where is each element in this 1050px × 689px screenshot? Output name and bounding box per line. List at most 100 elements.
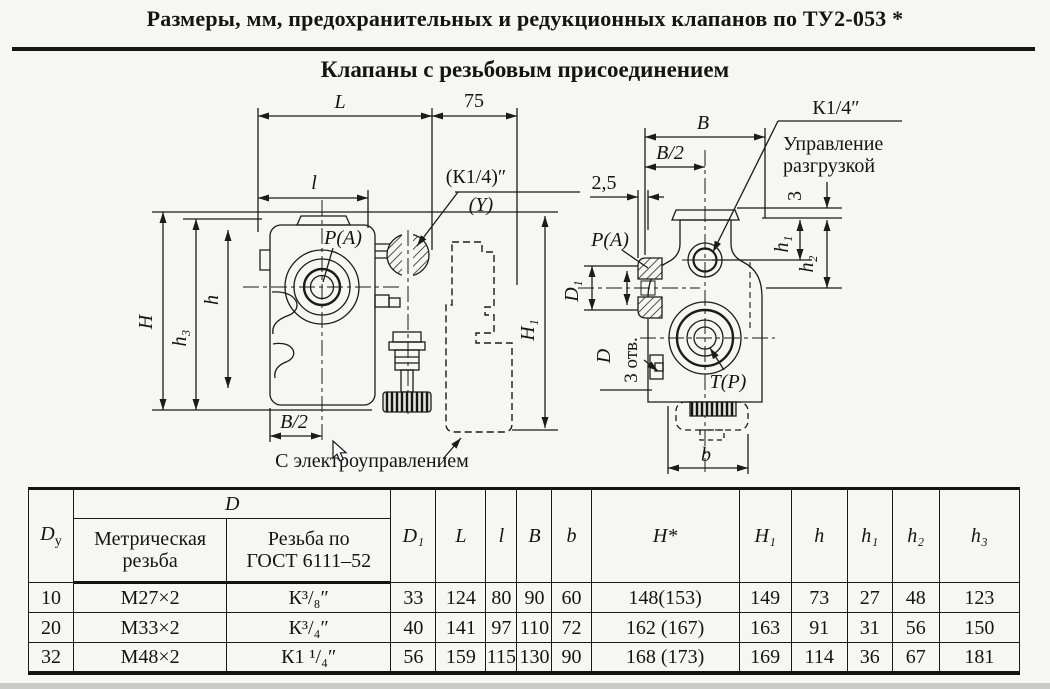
dim-label-3: 3 bbox=[784, 191, 806, 201]
cell-gost: К³/₄″ bbox=[226, 612, 392, 643]
cell-h2: 48 bbox=[891, 582, 940, 613]
cell-h2: 56 bbox=[891, 612, 940, 643]
cell-H: 162 (167) bbox=[590, 612, 740, 643]
table-row: 10 М27×2 К³/₈″ 33 124 80 90 60 148(153) … bbox=[27, 582, 1021, 613]
cell-h2: 67 bbox=[891, 642, 940, 673]
cell-l: 80 bbox=[485, 582, 518, 613]
title-divider bbox=[12, 47, 1035, 51]
holes-callout: 3 отв. bbox=[621, 337, 659, 383]
control-label-line1: Управление bbox=[783, 133, 883, 155]
scan-edge-strip bbox=[0, 683, 1050, 689]
side-port-K14 bbox=[374, 230, 430, 418]
col-header-l: l bbox=[485, 488, 518, 583]
cell-h1: 31 bbox=[846, 612, 893, 643]
dimension-2-5: 2,5 bbox=[590, 172, 664, 201]
dimension-h2: h₂ bbox=[796, 220, 831, 288]
table-row: 32 М48×2 К1 ¹/₄″ 56 159 115 130 90 168 (… bbox=[27, 642, 1021, 673]
dim-label-h: h bbox=[201, 295, 223, 305]
dimension-3: 3 bbox=[784, 182, 831, 208]
cell-L: 159 bbox=[435, 642, 487, 673]
pa-label: P(A) bbox=[323, 227, 362, 249]
cell-h: 73 bbox=[790, 582, 848, 613]
dimension-D: D bbox=[593, 348, 615, 364]
dimension-H1: H₁ bbox=[517, 216, 549, 428]
thread-label: (К1/4)″ bbox=[446, 166, 507, 188]
dim-label-L: L bbox=[333, 91, 345, 113]
table-row: 20 М33×2 К³/₄″ 40 141 97 110 72 162 (167… bbox=[27, 612, 1021, 643]
dim-label-H1: H₁ bbox=[517, 319, 539, 341]
dim-label-h1: h₁ bbox=[771, 236, 793, 253]
cell-l: 97 bbox=[485, 612, 518, 643]
cell-h3: 123 bbox=[938, 582, 1021, 613]
control-label-line2: разгрузкой bbox=[783, 155, 875, 177]
cell-d1: 40 bbox=[390, 612, 437, 643]
tp-label: T(P) bbox=[710, 371, 747, 393]
col-header-gost-thread: Резьба по ГОСТ 6111–52 bbox=[226, 518, 392, 584]
cell-b: 60 bbox=[551, 582, 592, 613]
pa-label: P(A) bbox=[590, 229, 629, 251]
section-subtitle: Клапаны с резьбовым присоединением bbox=[320, 57, 730, 82]
dimension-h3: h₃ bbox=[169, 219, 200, 410]
cell-h3: 150 bbox=[938, 612, 1021, 643]
valve-body bbox=[243, 200, 402, 444]
cell-B: 110 bbox=[516, 612, 553, 643]
cell-d1: 33 bbox=[390, 582, 437, 613]
dim-label-B: В bbox=[697, 112, 709, 134]
cell-L: 141 bbox=[435, 612, 487, 643]
cell-b: 72 bbox=[551, 612, 592, 643]
cell-metric: М48×2 bbox=[73, 642, 228, 673]
thread-label: К1/4″ bbox=[812, 97, 859, 119]
mouse-cursor bbox=[332, 439, 348, 462]
dim-label-B2: В/2 bbox=[656, 142, 684, 164]
dim-label-2-5: 2,5 bbox=[592, 172, 617, 194]
extension-lines bbox=[152, 108, 558, 442]
extension-lines bbox=[584, 128, 842, 474]
dimension-B: В bbox=[645, 112, 765, 141]
cell-h1: 27 bbox=[846, 582, 893, 613]
cell-h: 114 bbox=[790, 642, 848, 673]
dim-label-b: b bbox=[701, 444, 711, 466]
cell-dy: 32 bbox=[27, 642, 75, 673]
cell-B: 130 bbox=[516, 642, 553, 673]
dim-label-H: H bbox=[135, 313, 157, 330]
page-title: Размеры, мм, предохранительных и редукци… bbox=[146, 6, 904, 31]
dimensions-table: Dу D D₁ L l B b H* H₁ h h₁ h₂ h₃ Метриче… bbox=[27, 487, 1021, 675]
caption-text: С электроуправлением bbox=[275, 450, 469, 472]
dimension-l: l bbox=[258, 172, 368, 202]
col-header-H: H* bbox=[590, 488, 740, 583]
dimension-B2-left: B/2 bbox=[270, 411, 322, 440]
cell-B: 90 bbox=[516, 582, 553, 613]
cell-metric: М33×2 bbox=[73, 612, 228, 643]
col-header-D-group: D bbox=[73, 488, 392, 519]
port-PA-label: P(A) bbox=[322, 227, 362, 283]
dy-base: D bbox=[40, 522, 55, 545]
dimension-h1: h₁ bbox=[771, 220, 804, 260]
dy-sub: у bbox=[54, 533, 62, 549]
adjustment-knob bbox=[382, 331, 432, 413]
cell-metric: М27×2 bbox=[73, 582, 228, 613]
cell-H: 168 (173) bbox=[590, 642, 740, 673]
dimension-L: L bbox=[258, 91, 432, 120]
col-header-metric-thread: Метрическая резьба bbox=[73, 518, 228, 584]
cell-dy: 10 bbox=[27, 582, 75, 613]
cell-h1: 36 bbox=[846, 642, 893, 673]
cell-H1: 149 bbox=[738, 582, 792, 613]
cell-h: 91 bbox=[790, 612, 848, 643]
cell-H1: 163 bbox=[738, 612, 792, 643]
dim-label-D1: D₁ bbox=[561, 280, 583, 302]
dim-label-D: D bbox=[593, 348, 615, 364]
col-header-h1: h₁ bbox=[846, 488, 893, 583]
thread-callout: (К1/4)″ (Y) bbox=[416, 166, 580, 247]
col-header-h3: h₃ bbox=[938, 488, 1021, 583]
col-header-L: L bbox=[435, 488, 487, 583]
col-header-D1: D₁ bbox=[390, 488, 437, 583]
dimensions-table-wrap: Dу D D₁ L l B b H* H₁ h h₁ h₂ h₃ Метриче… bbox=[27, 487, 1021, 675]
cell-b: 90 bbox=[551, 642, 592, 673]
cell-d1: 56 bbox=[390, 642, 437, 673]
bottom-flange bbox=[675, 401, 749, 441]
cell-L: 124 bbox=[435, 582, 487, 613]
col-header-b: b bbox=[551, 488, 592, 583]
dim-label-75: 75 bbox=[464, 90, 484, 112]
holes-label: 3 отв. bbox=[621, 337, 642, 383]
